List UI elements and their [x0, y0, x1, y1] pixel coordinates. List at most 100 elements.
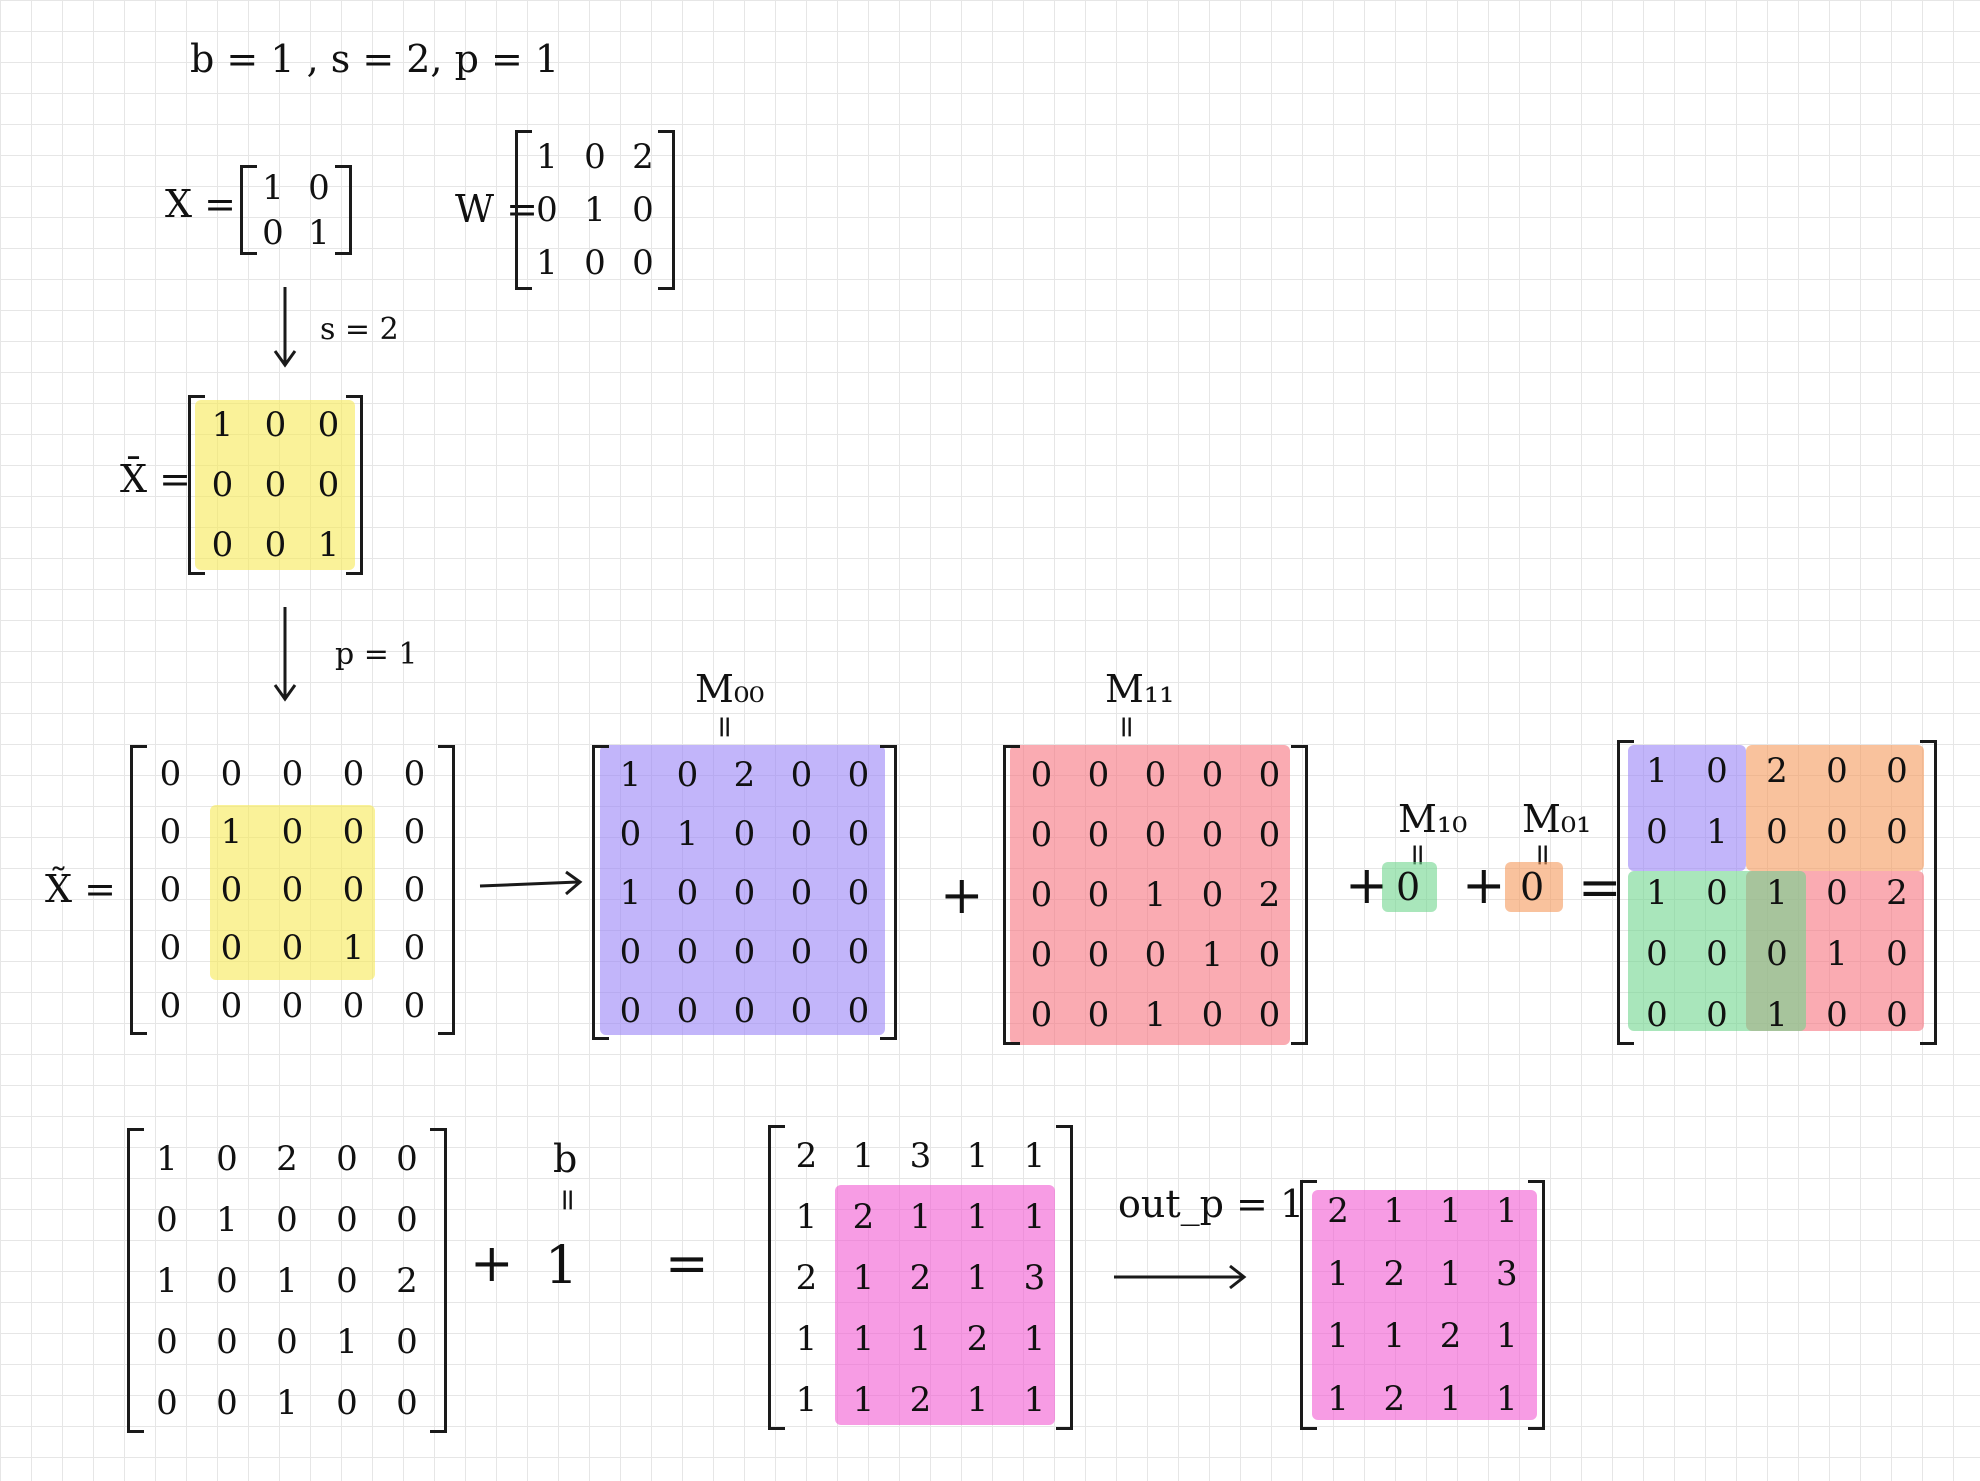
- matrix-cell: 0: [281, 986, 304, 1026]
- arrow-right-2: [1114, 1264, 1247, 1290]
- m00-equals: =: [707, 714, 743, 740]
- sum-quadrant-m00: [1628, 745, 1746, 871]
- matrix-cell: 0: [264, 405, 287, 445]
- matrix-cell: 1: [1383, 1191, 1406, 1232]
- matrix-cell: 1: [536, 243, 558, 284]
- matrix-cell: 0: [220, 870, 243, 910]
- matrix-cell: 2: [1886, 872, 1908, 913]
- matrix-cell: 0: [216, 1260, 238, 1301]
- m10-value: 0: [1396, 865, 1421, 909]
- matrix-cell: 0: [1766, 811, 1788, 852]
- matrix-cell: 0: [1144, 815, 1167, 855]
- matrix-cell: 2: [966, 1318, 989, 1359]
- matrix-cell: 1: [1439, 1253, 1462, 1294]
- matrix-cell: 0: [276, 1321, 298, 1362]
- matrix-cell: 1: [1826, 933, 1848, 974]
- matrix-cell: 1: [619, 754, 642, 795]
- plus-bias: +: [470, 1234, 514, 1294]
- matrix-cell: 0: [211, 525, 234, 565]
- matrix-cell: 0: [336, 1199, 358, 1240]
- matrix-cell: 0: [1826, 811, 1848, 852]
- matrix-cell: 1: [220, 812, 243, 852]
- matrix-cell: 1: [276, 1260, 298, 1301]
- matrix-cell: 1: [216, 1199, 238, 1240]
- matrix-cell: 1: [156, 1260, 178, 1301]
- padding-label: p = 1: [335, 637, 418, 672]
- matrix-cell: 0: [264, 465, 287, 505]
- matrix-cell: 0: [1706, 750, 1728, 791]
- matrix-cell: 1: [1646, 872, 1668, 913]
- m00-label: M₀₀: [695, 667, 765, 711]
- arrow-down-padding: [273, 607, 297, 702]
- sum-quadrant-m10: [1628, 871, 1806, 1031]
- out-padding-label: out_p = 1: [1118, 1182, 1305, 1226]
- matrix-cell: 2: [276, 1138, 298, 1179]
- matrix-cell: 1: [1766, 872, 1788, 913]
- matrix-cell: 0: [1886, 750, 1908, 791]
- matrix-cell: 0: [1706, 994, 1728, 1035]
- matrix-cell: 1: [342, 928, 365, 968]
- matrix-cell: 1: [852, 1135, 875, 1176]
- m00-highlight: [600, 745, 885, 1035]
- matrix-cell: 0: [536, 189, 558, 230]
- matrix-cell: 2: [632, 136, 654, 177]
- matrix-cell: 0: [847, 931, 870, 972]
- xbar-highlight: [195, 400, 355, 570]
- m01-label: M₀₁: [1522, 797, 1592, 841]
- matrix-cell: 3: [1023, 1257, 1046, 1298]
- matrix-cell: 1: [1327, 1378, 1349, 1419]
- xtilde-highlight: [210, 805, 375, 980]
- matrix-cell: 0: [262, 212, 284, 253]
- matrix-cell: 0: [317, 405, 340, 445]
- matrix-cell: 1: [852, 1379, 875, 1420]
- m11-highlight: [1010, 745, 1290, 1045]
- matrix-cell: 0: [632, 189, 654, 230]
- matrix-cell: 0: [1087, 935, 1110, 975]
- m10-label: M₁₀: [1398, 797, 1468, 841]
- matrix-cell: 3: [1496, 1253, 1518, 1294]
- matrix-cell: 1: [1496, 1316, 1518, 1357]
- matrix-cell: 2: [909, 1379, 932, 1420]
- matrix-cell: 1: [1327, 1316, 1349, 1357]
- matrix-cell: 1: [966, 1257, 989, 1298]
- matrix-cell: 0: [403, 928, 426, 968]
- xbar-label: X̄ =: [120, 457, 191, 501]
- matrix-cell: 0: [317, 465, 340, 505]
- matrix-cell: 0: [216, 1382, 238, 1423]
- matrix-cell: 0: [220, 754, 243, 794]
- final-highlight: [1312, 1190, 1537, 1420]
- matrix-cell: 0: [396, 1138, 418, 1179]
- matrix-cell: 2: [1258, 875, 1281, 915]
- matrix-cell: 2: [1383, 1378, 1406, 1419]
- matrix-cell: 1: [1023, 1135, 1046, 1176]
- matrix-cell: 0: [342, 870, 365, 910]
- matrix-cell: 0: [1258, 935, 1281, 975]
- matrix-cell: 1: [276, 1382, 298, 1423]
- plus-1: +: [940, 866, 984, 926]
- matrix-cell: 1: [1023, 1379, 1046, 1420]
- matrix-cell: 0: [1826, 872, 1848, 913]
- matrix-cell: 0: [1030, 875, 1053, 915]
- matrix-cell: 1: [966, 1196, 989, 1237]
- matrix-cell: 1: [909, 1196, 932, 1237]
- matrix-cell: 0: [1886, 994, 1908, 1035]
- matrix-cell: 1: [909, 1318, 932, 1359]
- matrix-cell: 1: [211, 405, 234, 445]
- matrix-cell: 1: [1023, 1318, 1046, 1359]
- matrix-cell: 0: [156, 1382, 178, 1423]
- matrix-cell: 0: [281, 870, 304, 910]
- matrix-cell: 0: [1030, 935, 1053, 975]
- bias-value: 1: [545, 1236, 579, 1296]
- matrix-cell: 0: [1766, 933, 1788, 974]
- matrix-cell: 1: [619, 872, 642, 913]
- matrix-cell: 1: [1496, 1191, 1518, 1232]
- matrix-cell: 0: [281, 754, 304, 794]
- matrix-cell: 0: [619, 813, 642, 854]
- matrix-cell: 0: [1258, 995, 1281, 1035]
- matrix-cell: 1: [1327, 1253, 1349, 1294]
